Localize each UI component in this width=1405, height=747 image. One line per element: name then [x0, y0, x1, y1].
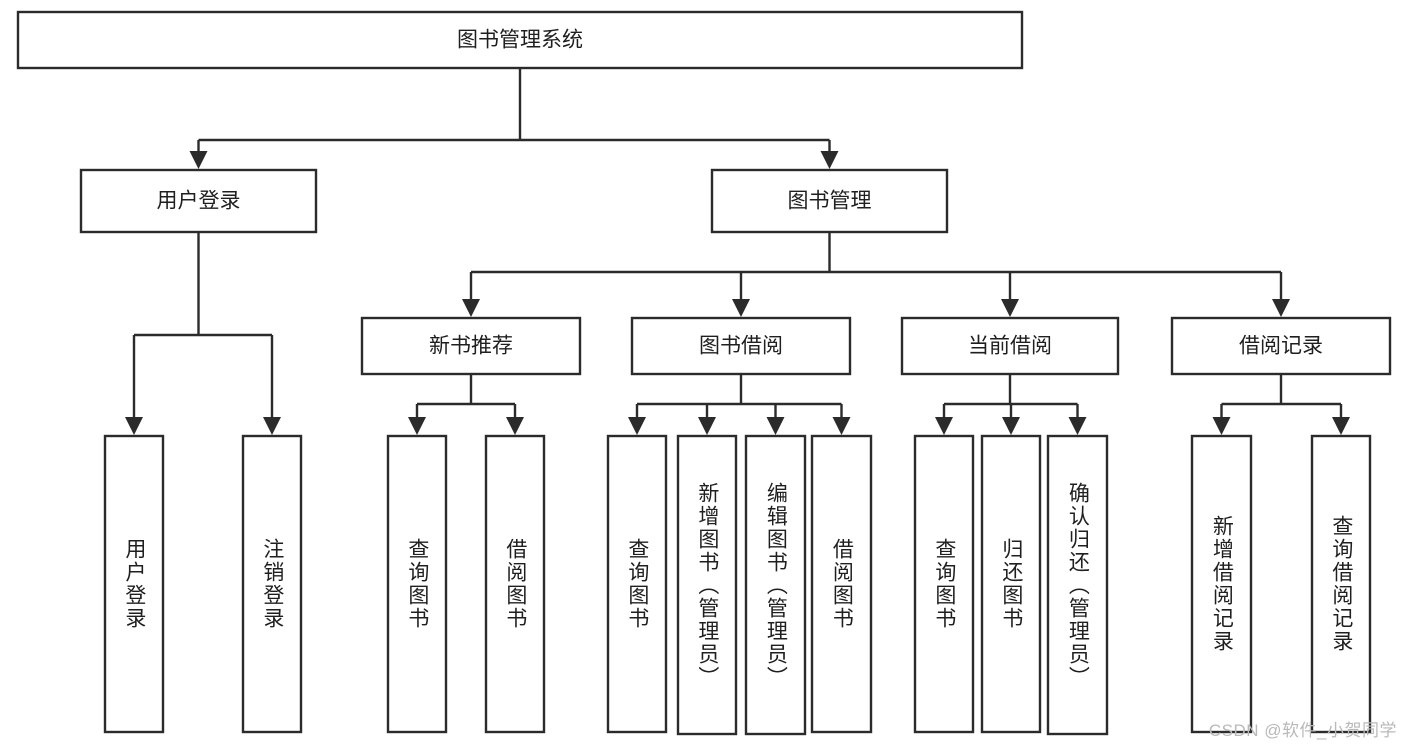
- arrow-head-icon: [506, 417, 524, 435]
- node-box-book-manage[interactable]: [710, 168, 949, 234]
- edges-layer: [125, 68, 1350, 435]
- arrow-head-icon: [820, 151, 839, 169]
- arrow-head-icon: [732, 299, 750, 317]
- node-box-leaf-query-book-b[interactable]: [606, 434, 668, 734]
- node-box-leaf-logout[interactable]: [241, 434, 303, 734]
- node-label-user-login: 用户登录: [157, 190, 241, 213]
- node-label-new-book-rec: 新书推荐: [429, 335, 513, 358]
- node-box-leaf-add-record[interactable]: [1190, 434, 1253, 734]
- node-label-book-manage: 图书管理: [788, 190, 872, 213]
- node-label-current-borrow: 当前借阅: [968, 335, 1052, 358]
- watermark: CSDN @软件_小贺同学: [1208, 721, 1397, 740]
- nodes-layer: [16, 10, 1392, 736]
- arrow-head-icon: [1212, 417, 1231, 435]
- node-label-borrow-record: 借阅记录: [1239, 335, 1323, 358]
- arrow-head-icon: [1272, 299, 1290, 317]
- arrow-head-icon: [408, 417, 426, 435]
- node-box-leaf-add-book[interactable]: [676, 434, 738, 736]
- arrow-head-icon: [189, 151, 208, 169]
- node-box-leaf-query-record[interactable]: [1310, 434, 1372, 734]
- node-box-book-borrow[interactable]: [630, 316, 852, 376]
- arrow-head-icon: [628, 417, 646, 435]
- arrow-head-icon: [263, 417, 281, 435]
- arrow-head-icon: [462, 299, 480, 317]
- arrow-head-icon: [766, 417, 785, 435]
- node-box-leaf-user-login[interactable]: [103, 434, 165, 734]
- arrow-head-icon: [125, 417, 143, 435]
- arrow-head-icon: [698, 417, 716, 435]
- node-box-leaf-query-book-a[interactable]: [386, 434, 448, 734]
- node-label-book-borrow: 图书借阅: [699, 335, 783, 358]
- node-box-leaf-edit-book[interactable]: [744, 434, 807, 736]
- node-box-new-book-rec[interactable]: [360, 316, 582, 376]
- node-box-leaf-query-book-c[interactable]: [913, 434, 975, 734]
- arrow-head-icon: [935, 417, 953, 435]
- node-box-root[interactable]: [16, 10, 1024, 70]
- node-label-root: 图书管理系统: [457, 29, 583, 52]
- node-box-leaf-borrow-book-a[interactable]: [484, 434, 546, 734]
- arrow-head-icon: [1002, 417, 1020, 435]
- arrow-head-icon: [1001, 299, 1019, 317]
- node-box-leaf-borrow-book-b[interactable]: [810, 434, 873, 734]
- node-box-user-login[interactable]: [79, 168, 318, 234]
- arrow-head-icon: [1332, 417, 1350, 435]
- arrow-head-icon: [1068, 417, 1087, 435]
- arrow-head-icon: [832, 417, 851, 435]
- node-box-leaf-confirm-return[interactable]: [1046, 434, 1109, 736]
- node-box-current-borrow[interactable]: [900, 316, 1120, 376]
- node-box-leaf-return-book[interactable]: [980, 434, 1042, 734]
- node-box-borrow-record[interactable]: [1170, 316, 1392, 376]
